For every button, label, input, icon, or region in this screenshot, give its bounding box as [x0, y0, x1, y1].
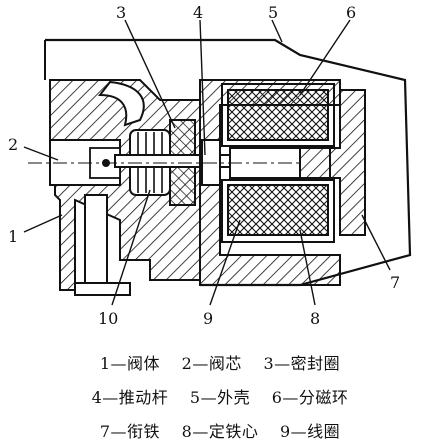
coil-bobbin-lower — [221, 179, 335, 243]
legend-item: 4—推动杆 — [91, 388, 169, 407]
legend-item: 6—分磁环 — [271, 388, 349, 407]
legend-row-1: 1—阀体 2—阀芯 3—密封圈 — [0, 350, 440, 374]
solenoid-valve-drawing: 1 2 3 4 5 6 7 8 9 10 — [8, 3, 412, 328]
coil-upper — [227, 89, 329, 141]
legend-row-3: 7—衔铁 8—定铁心 9—线圈 — [0, 418, 440, 442]
legend-item: 2—阀芯 — [181, 354, 242, 373]
label-8: 8 — [310, 309, 320, 328]
label-10: 10 — [98, 309, 118, 328]
label-5: 5 — [268, 3, 278, 22]
label-1: 1 — [8, 227, 18, 246]
label-4: 4 — [193, 3, 203, 22]
legend-item: 8—定铁心 — [181, 422, 259, 441]
legend-item: 5—外壳 — [189, 388, 251, 407]
legend-item: 9—线圈 — [279, 422, 341, 441]
inlet-port — [84, 194, 108, 286]
label-3: 3 — [116, 3, 126, 22]
label-2: 2 — [8, 135, 18, 154]
bottom-flange — [74, 282, 131, 296]
legend-row-2: 4—推动杆 5—外壳 6—分磁环 — [0, 384, 440, 408]
leader-lines — [23, 19, 391, 306]
armature — [299, 89, 366, 236]
label-9: 9 — [203, 309, 213, 328]
coil-lower — [227, 184, 329, 236]
legend-item: 3—密封圈 — [263, 354, 341, 373]
legend-item: 7—衔铁 — [99, 422, 161, 441]
coil-bobbin-upper — [221, 83, 335, 147]
flow-passage — [97, 80, 145, 127]
label-6: 6 — [346, 3, 356, 22]
legend-item: 1—阀体 — [99, 354, 161, 373]
label-7: 7 — [390, 273, 400, 292]
